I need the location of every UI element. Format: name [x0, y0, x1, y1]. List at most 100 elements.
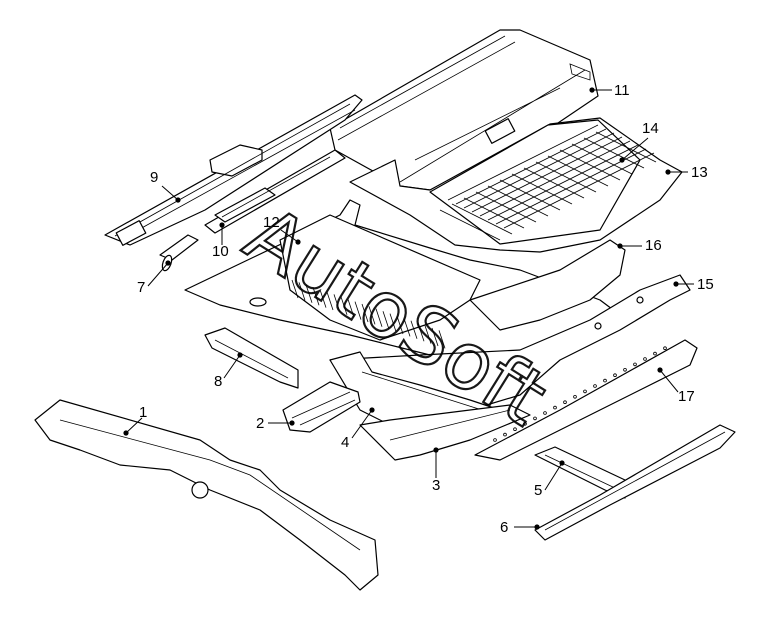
callout-5[interactable]: 5 — [534, 482, 542, 499]
leader-dot-11 — [589, 87, 595, 93]
panel-rib — [424, 325, 432, 344]
net-strand — [503, 152, 655, 229]
part-8-bracket — [204, 327, 299, 389]
part-2-bracket — [282, 381, 361, 433]
sill-dimple — [503, 432, 507, 437]
callout-1[interactable]: 1 — [139, 404, 147, 421]
part-14-cargo-net — [439, 124, 657, 241]
sill-dimple — [623, 367, 627, 372]
panel-rib — [333, 294, 341, 313]
part-13-cargo-floor — [349, 117, 683, 253]
sill-dimple — [533, 416, 537, 421]
leader-dot-14 — [619, 157, 625, 163]
leader-dot-12 — [295, 239, 301, 245]
part-17-sill — [474, 339, 698, 461]
sill-dimple — [643, 357, 647, 361]
sill-dimple — [563, 400, 567, 405]
net-strand — [487, 144, 639, 221]
part-10-bracket — [204, 149, 346, 234]
panel-rib — [361, 303, 369, 323]
panel-rib — [410, 320, 418, 339]
sill-dimple — [543, 411, 547, 415]
net-strand — [439, 209, 501, 241]
leader-line-12 — [280, 229, 299, 243]
callout-7[interactable]: 7 — [137, 279, 145, 296]
sill-dimple — [513, 427, 517, 432]
leader-line-8 — [223, 354, 241, 379]
panel-rib — [389, 313, 397, 332]
sill-dimple — [633, 362, 637, 367]
callout-16[interactable]: 16 — [645, 237, 662, 254]
callout-10[interactable]: 10 — [212, 243, 229, 260]
panel-rib — [305, 284, 313, 303]
part-9-rail — [104, 94, 363, 246]
panel-rib — [375, 308, 383, 327]
panel-rib — [438, 330, 446, 349]
net-strand — [447, 124, 599, 201]
leader-dot-17 — [657, 367, 663, 373]
leader-dot-3 — [433, 447, 439, 453]
callout-4[interactable]: 4 — [341, 434, 349, 451]
callout-17[interactable]: 17 — [678, 388, 695, 405]
sill-dimple — [493, 438, 497, 442]
sill-dimple — [603, 378, 607, 383]
leader-dot-9 — [175, 197, 181, 203]
part-7-clip — [159, 234, 199, 272]
leader-line-17 — [659, 369, 679, 393]
part-1-frame-rail — [34, 399, 379, 591]
callout-15[interactable]: 15 — [697, 276, 714, 293]
sill-dimple — [573, 394, 577, 399]
leader-dot-8 — [237, 352, 243, 358]
callout-11[interactable]: 11 — [614, 82, 630, 99]
net-strand — [479, 140, 631, 217]
leader-dot-15 — [673, 281, 679, 287]
leader-dot-16 — [617, 243, 623, 249]
panel-rib — [403, 318, 411, 337]
panel-rib — [298, 282, 306, 301]
sill-dimple — [523, 421, 527, 426]
part-17-ribs — [493, 346, 667, 442]
sill-dimple — [653, 351, 657, 356]
callout-9[interactable]: 9 — [150, 169, 158, 186]
leader-dot-1 — [123, 430, 129, 436]
leader-dot-5 — [559, 460, 565, 466]
leader-line-4 — [351, 409, 373, 439]
panel-rib — [382, 311, 390, 330]
part-3-crossmember — [359, 404, 531, 461]
leader-line-9 — [161, 185, 179, 201]
net-strand — [463, 132, 615, 209]
sill-dimple — [663, 346, 667, 351]
sill-dimple — [553, 405, 557, 410]
part-12-ribs — [291, 279, 446, 349]
leader-line-1 — [125, 417, 143, 434]
leader-line-14 — [621, 137, 649, 161]
panel-rib — [312, 287, 320, 306]
panel-rib — [368, 306, 376, 325]
panel-rib — [291, 279, 299, 299]
callout-8[interactable]: 8 — [214, 373, 222, 390]
callout-14[interactable]: 14 — [642, 120, 659, 137]
callout-6[interactable]: 6 — [500, 519, 508, 536]
callout-12[interactable]: 12 — [263, 214, 280, 231]
net-strand — [471, 136, 623, 213]
sill-dimple — [593, 384, 597, 388]
leader-dot-7 — [165, 260, 171, 266]
sill-dimple — [583, 389, 587, 394]
leader-lines — [123, 87, 694, 530]
panel-rib — [417, 323, 425, 342]
net-strand — [451, 203, 513, 235]
sill-dimple — [613, 373, 617, 378]
panel-rib — [396, 315, 404, 335]
callout-2[interactable]: 2 — [256, 415, 264, 432]
panel-rib — [326, 291, 334, 311]
leader-line-7 — [147, 262, 169, 287]
panel-rib — [319, 289, 327, 308]
callout-3[interactable]: 3 — [432, 477, 440, 494]
leader-dot-4 — [369, 407, 375, 413]
part-16-panel — [469, 239, 626, 331]
panel-rib — [347, 299, 355, 318]
callout-13[interactable]: 13 — [691, 164, 708, 181]
